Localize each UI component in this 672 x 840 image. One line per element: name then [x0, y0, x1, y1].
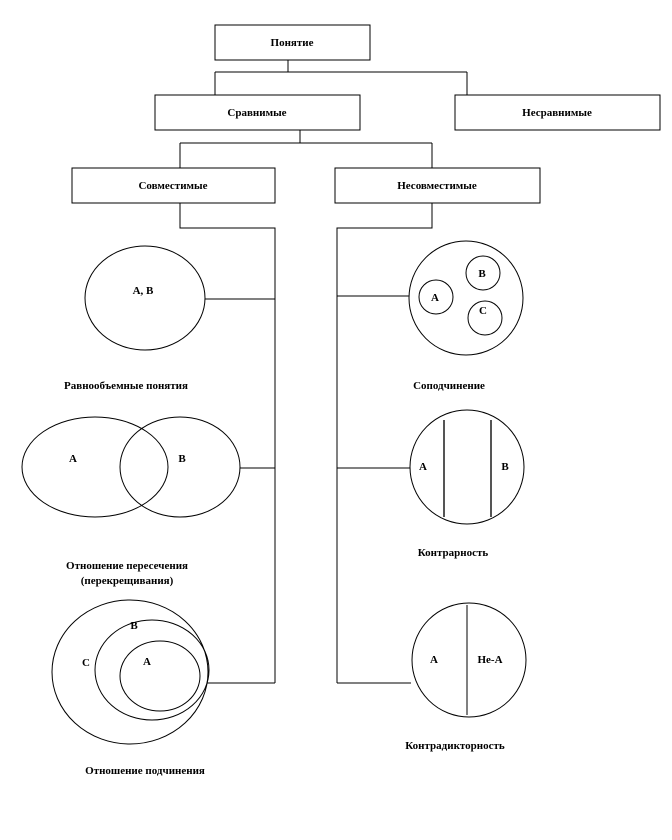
box-incomparable: Несравнимые	[454, 94, 661, 131]
contrary-label: Контрарность	[418, 547, 489, 559]
box-concept-label: Понятие	[271, 37, 314, 49]
subordination-c: С	[82, 657, 90, 669]
contrary-figure: А В Контрарность	[409, 409, 525, 559]
intersection-a: А	[69, 453, 77, 465]
contradictory-a: А	[430, 654, 438, 666]
subordination-label: Отношение подчинения	[85, 765, 205, 777]
equal-volume-figure: А, В Равнообъемные понятия	[64, 245, 206, 392]
coordination-a: А	[431, 292, 439, 304]
contrary-a: А	[419, 461, 427, 473]
box-incompatible: Несовместимые	[334, 167, 541, 204]
equal-volume-label: Равнообъемные понятия	[64, 380, 188, 392]
subordination-a: А	[143, 656, 151, 668]
box-incompatible-label: Несовместимые	[397, 180, 477, 192]
box-compatible: Совместимые	[71, 167, 276, 204]
contradictory-label: Контрадикторность	[405, 740, 505, 752]
box-compatible-label: Совместимые	[138, 180, 207, 192]
contradictory-not-a: Не-А	[477, 654, 502, 666]
equal-circle-label: А, В	[133, 285, 154, 297]
connectors	[179, 60, 468, 684]
intersection-label-2: (перекрещивания)	[81, 575, 174, 587]
coordination-figure: А В С Соподчинение	[408, 240, 524, 392]
box-comparable: Сравнимые	[154, 94, 361, 131]
intersection-label-1: Отношение пересечения	[66, 560, 188, 572]
contrary-b: В	[501, 461, 509, 473]
subordination-figure: С В А Отношение подчинения	[51, 599, 210, 777]
intersection-figure: А В Отношение пересечения (перекрещивани…	[21, 416, 241, 587]
coordination-label: Соподчинение	[413, 380, 485, 392]
box-comparable-label: Сравнимые	[227, 107, 286, 119]
subordination-b: В	[130, 620, 138, 632]
coordination-c: С	[479, 305, 487, 317]
contradictory-figure: А Не-А Контрадикторность	[405, 602, 527, 752]
coordination-b: В	[478, 268, 486, 280]
intersection-b: В	[178, 453, 186, 465]
box-incomparable-label: Несравнимые	[522, 107, 592, 119]
box-concept: Понятие	[214, 24, 371, 61]
